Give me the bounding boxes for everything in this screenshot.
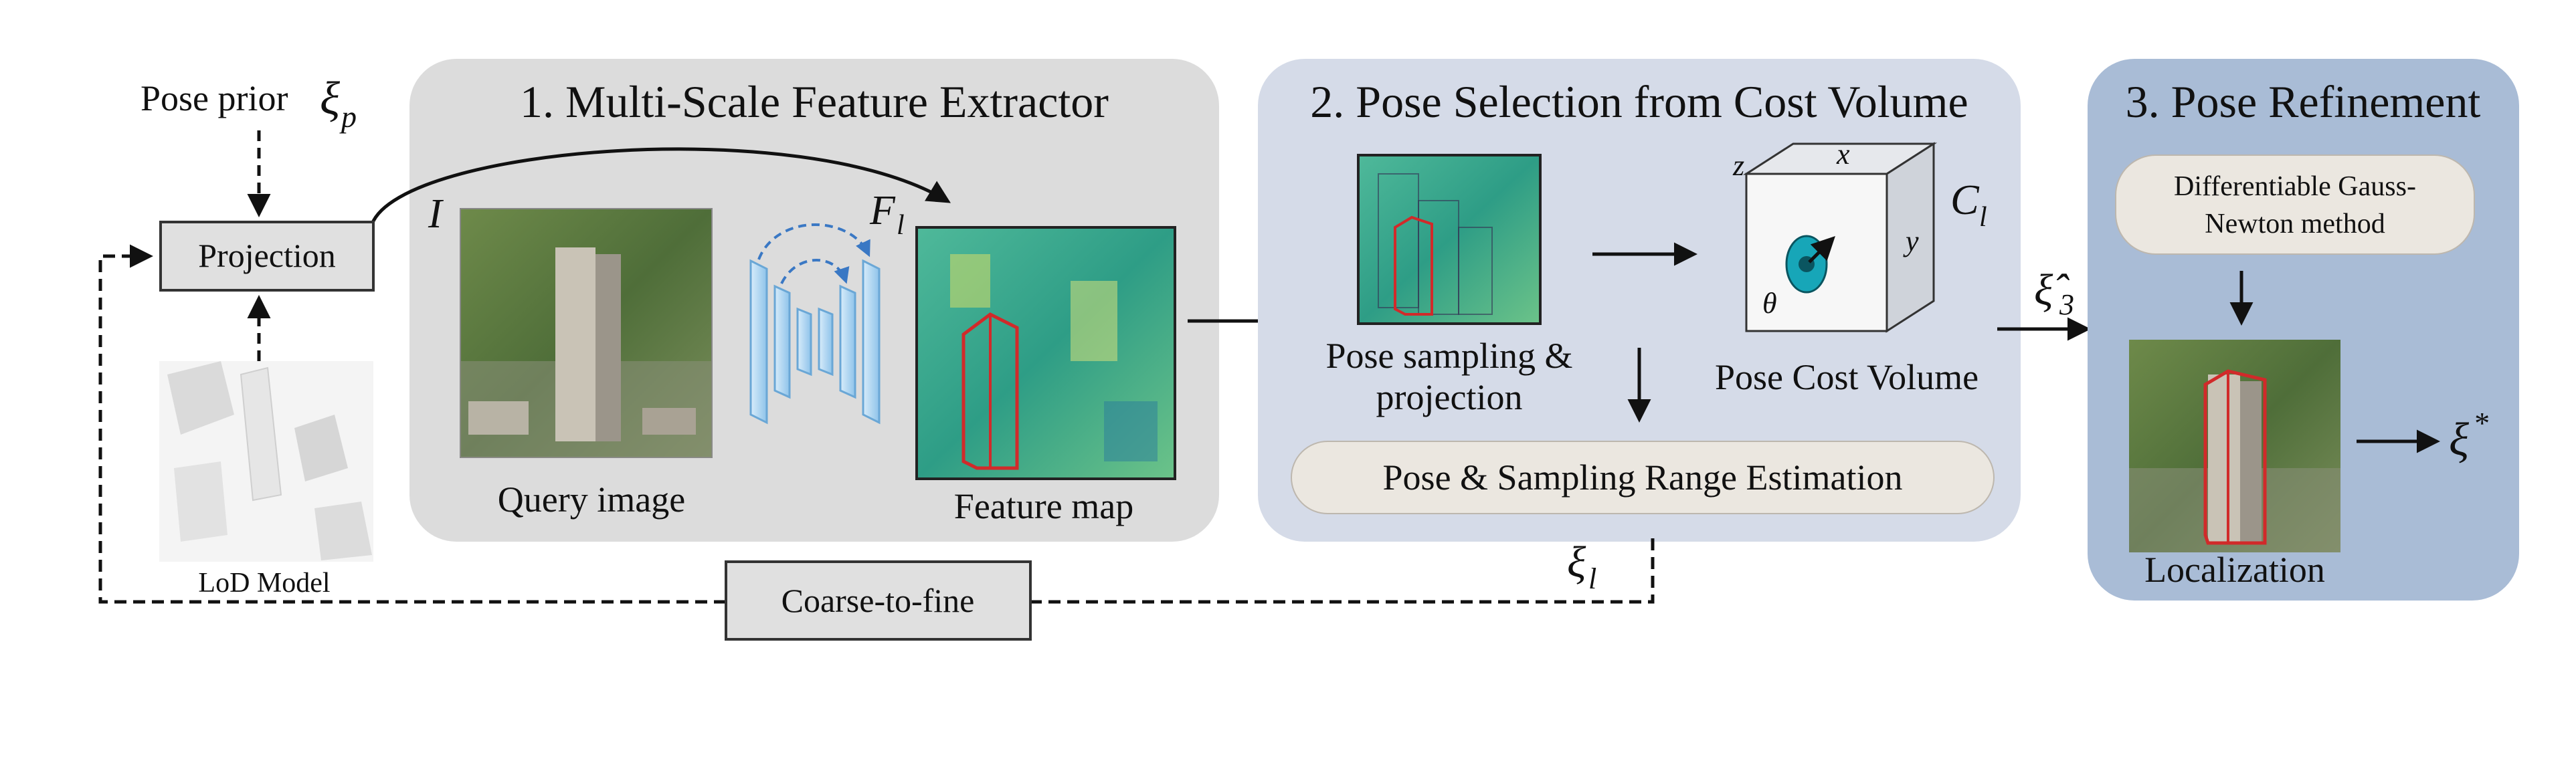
- gauss-newton-line1: Differentiable Gauss-: [2174, 171, 2416, 202]
- cost-symbol: C: [1950, 176, 1980, 223]
- pose-prior-subscript: p: [339, 100, 357, 134]
- axis-y: y: [1903, 225, 1919, 257]
- pose-prior-symbol: ξ: [320, 73, 340, 124]
- range-estimation-box: [1291, 441, 1995, 514]
- query-image-label: Query image: [498, 479, 685, 520]
- gauss-newton-line2: Newton method: [2205, 209, 2385, 239]
- feature-extractor-title: 1. Multi-Scale Feature Extractor: [520, 76, 1109, 127]
- pose-sampling-label-line2: projection: [1376, 377, 1523, 417]
- projection-label: Projection: [198, 237, 336, 274]
- cost-volume-label: Pose Cost Volume: [1715, 357, 1979, 397]
- axis-z: z: [1732, 149, 1744, 182]
- projection-box: [159, 221, 375, 292]
- axis-theta: θ: [1762, 287, 1777, 320]
- pose-selection-title: 2. Pose Selection from Cost Volume: [1310, 76, 1968, 127]
- axis-x: x: [1836, 138, 1850, 171]
- coarse-to-fine-box: [725, 560, 1032, 641]
- gauss-newton-box: [2115, 154, 2475, 255]
- output-superscript: *: [2473, 406, 2488, 440]
- unet-network: [749, 259, 881, 425]
- skip-connection-inner: [780, 259, 850, 284]
- feature-map: [915, 226, 1176, 480]
- query-image: [460, 208, 713, 458]
- range-estimation-label: Pose & Sampling Range Estimation: [1383, 457, 1903, 498]
- level-subscript: l: [1588, 562, 1596, 595]
- cost-subscript: l: [1979, 202, 1987, 233]
- pose-prior-label: Pose prior: [141, 78, 288, 118]
- projection-to-feature-arrow: [370, 147, 951, 225]
- pose-refinement-title: 3. Pose Refinement: [2126, 76, 2481, 127]
- lod-model: [159, 361, 373, 562]
- skip-connection-outer: [757, 223, 870, 260]
- refinement-input-subscript: 3: [2059, 288, 2074, 321]
- image-symbol: I: [428, 191, 444, 237]
- localization-image: [2129, 340, 2340, 552]
- output-symbol: ξ: [2449, 414, 2469, 465]
- lod-model-label: LoD Model: [198, 568, 330, 599]
- feature-symbol: F: [869, 188, 896, 233]
- level-symbol: ξ: [1567, 538, 1586, 586]
- feature-map-label: Feature map: [954, 486, 1133, 526]
- cost-volume-direction: [1808, 236, 1835, 263]
- coarse-to-fine-loop: [98, 256, 1655, 604]
- pose-sampling-label-line1: Pose sampling &: [1325, 336, 1572, 376]
- coarse-to-fine-label: Coarse-to-fine: [781, 582, 975, 619]
- feature-subscript: l: [897, 210, 905, 241]
- localization-label: Localization: [2144, 550, 2325, 590]
- pose-sampling-image: [1357, 154, 1542, 325]
